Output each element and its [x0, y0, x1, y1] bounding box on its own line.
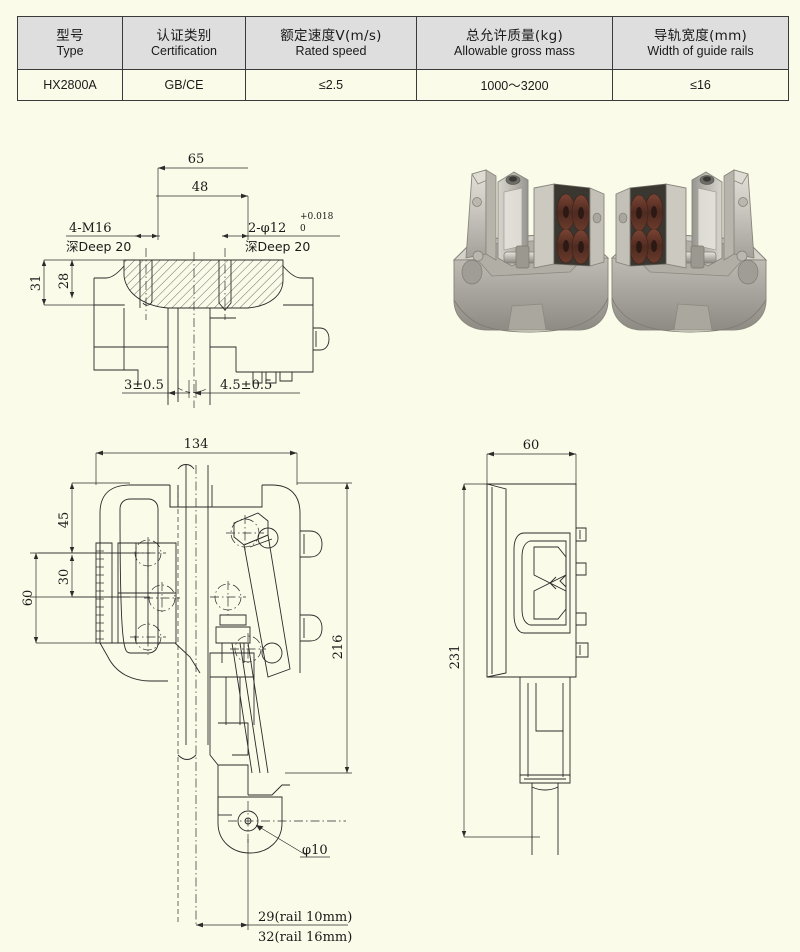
dimension-rail-offset: 29(rail 10mm) 32(rail 16mm)	[196, 839, 352, 945]
column-header-gross-mass-en: Allowable gross mass	[454, 43, 575, 58]
callout-4-m16: 4-M16 深Deep 20	[66, 221, 160, 254]
column-header-rail-width-en: Width of guide rails	[647, 43, 754, 58]
specification-table: 型号 Type 认证类别 Certification 额定速度V(m/s) Ra…	[17, 16, 789, 101]
roller-hub-lower	[130, 621, 166, 655]
top-section-view: 65 48 4-M16 深Deep 20	[0, 140, 400, 410]
cell-gross-mass: 1000～3200	[416, 69, 613, 101]
column-header-type-en: Type	[56, 43, 84, 58]
dimension-48: 48	[156, 180, 249, 240]
dimension-3-tol: 3±0.5	[122, 378, 190, 396]
dimension-45v-label: 45	[57, 512, 72, 529]
dimension-28-label: 28	[57, 273, 72, 290]
front-body-geometry: φ10	[30, 464, 346, 925]
dimension-231: 231	[448, 483, 540, 838]
roller-hub-mid	[144, 582, 180, 615]
column-header-gross-mass: 总允许质量(kg) Allowable gross mass	[416, 16, 613, 70]
dimension-30v: 30	[57, 555, 130, 598]
callout-2-phi12-depth: 深Deep 20	[245, 239, 310, 254]
dimension-60v-label: 60	[21, 590, 36, 607]
cell-gross-mass-value: 1000～3200	[480, 79, 549, 93]
dimension-134: 134	[95, 437, 298, 485]
dimension-65: 65	[157, 152, 248, 240]
housing-section-geometry	[93, 248, 330, 408]
callout-2-phi12: 2-φ12 +0.018 0 深Deep 20	[244, 212, 340, 254]
column-header-rated-speed-en: Rated speed	[295, 43, 367, 58]
safety-gear-unit-left	[452, 169, 610, 333]
column-header-certification: 认证类别 Certification	[122, 16, 246, 70]
column-header-rated-speed-cn: 额定速度V(m/s)	[280, 27, 382, 44]
dimension-45-tol: 4.5±0.5	[194, 378, 300, 396]
dimension-30v-label: 30	[57, 569, 72, 586]
hole-width-arrows-left	[135, 233, 158, 239]
cell-rated-speed: ≤2.5	[245, 69, 417, 101]
callout-4-m16-depth: 深Deep 20	[66, 239, 131, 254]
dimension-231-label: 231	[448, 645, 463, 670]
dimension-45-tol-label: 4.5±0.5	[220, 378, 272, 393]
column-header-rail-width: 导轨宽度(mm) Width of guide rails	[612, 16, 789, 70]
callout-tolerance-upper: +0.018	[300, 212, 334, 222]
cell-type-value: HX2800A	[43, 78, 97, 92]
callout-tolerance-lower: 0	[300, 224, 306, 234]
cell-rail-width: ≤16	[612, 69, 789, 101]
table-row: HX2800A GB/CE ≤2.5 1000～3200 ≤16	[17, 69, 789, 101]
dimension-134-label: 134	[184, 437, 209, 452]
side-elevation-view: 60 231	[420, 425, 800, 865]
callout-rail-10-label: 29(rail 10mm)	[258, 910, 352, 925]
column-header-certification-en: Certification	[151, 43, 217, 58]
product-photo	[430, 140, 790, 390]
side-body-geometry	[486, 483, 589, 855]
table-header-row: 型号 Type 认证类别 Certification 额定速度V(m/s) Ra…	[17, 16, 789, 70]
column-header-certification-cn: 认证类别	[156, 27, 212, 44]
cell-rated-speed-value: ≤2.5	[318, 78, 344, 92]
dimension-31-label: 31	[29, 275, 44, 292]
wedge-pivot-lower	[230, 633, 266, 665]
column-header-type-cn: 型号	[56, 27, 84, 44]
callout-phi10-label: φ10	[302, 843, 328, 858]
dimension-28: 28	[57, 260, 75, 298]
dimension-48-label: 48	[192, 180, 209, 195]
roller-hub-upper	[130, 537, 166, 571]
dimension-60-side-label: 60	[523, 438, 540, 453]
dimension-3-tol-label: 3±0.5	[124, 378, 164, 393]
dimension-31: 31	[29, 259, 125, 306]
callout-rail-16-label: 32(rail 16mm)	[258, 930, 352, 945]
cell-certification-value: GB/CE	[164, 78, 204, 92]
dimension-60v: 60	[21, 553, 130, 644]
column-header-rail-width-cn: 导轨宽度(mm)	[653, 27, 748, 44]
dimension-65-label: 65	[188, 152, 205, 167]
roller-stack-left	[556, 193, 591, 265]
dimension-60-side: 60	[486, 438, 577, 485]
wedge-pivot-mid	[210, 581, 246, 615]
cell-rail-width-value: ≤16	[690, 78, 711, 92]
column-header-rated-speed: 额定速度V(m/s) Rated speed	[245, 16, 417, 70]
callout-2-phi12-label: 2-φ12	[248, 221, 286, 236]
front-elevation-view: 134 45 30	[0, 425, 400, 952]
cell-type: HX2800A	[17, 69, 123, 101]
wedge-pivot-upper	[226, 515, 264, 551]
column-header-type: 型号 Type	[17, 16, 123, 70]
callout-4-m16-label: 4-M16	[69, 221, 112, 236]
cell-certification: GB/CE	[122, 69, 246, 101]
dimension-216-label: 216	[331, 635, 346, 660]
column-header-gross-mass-cn: 总允许质量(kg)	[465, 27, 564, 44]
safety-gear-unit-right	[610, 169, 768, 333]
dimension-216: 216	[285, 482, 352, 774]
roller-stack-right	[629, 193, 664, 265]
dimension-45v: 45	[38, 482, 130, 554]
